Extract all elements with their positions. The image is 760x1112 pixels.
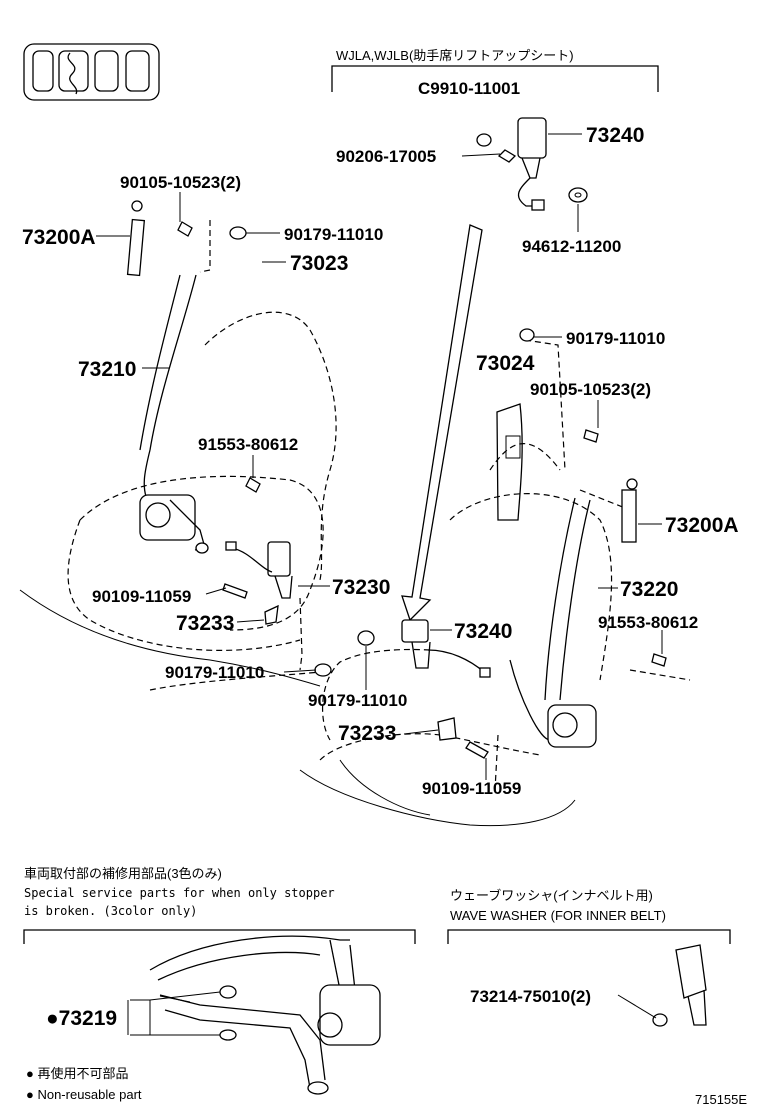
label-91553-left: 91553-80612 [198,435,298,454]
buckle-assembly-mid [357,619,491,759]
label-90105-right: 90105-10523(2) [530,380,651,399]
label-94612: 94612-11200 [522,237,621,256]
label-90206: 90206-17005 [336,147,436,166]
washer-drawing [617,944,707,1027]
label-90105-left: 90105-10523(2) [120,173,241,192]
seat-selector-icon [23,43,160,101]
label-73230: 73230 [332,576,390,599]
buckle-assembly-top [476,117,588,211]
washer-title-en: WAVE WASHER (FOR INNER BELT) [450,908,666,923]
label-90179-a: 90179-11010 [284,225,383,244]
washer-title-jp: ウェーブワッシャ(インナベルト用) [450,888,653,903]
left-buckle [222,541,332,677]
leader-lines [96,133,663,780]
label-90179-c: 90179-11010 [308,691,407,710]
washer-bracket [447,929,731,944]
special-bracket [23,929,416,944]
label-73023: 73023 [290,252,348,275]
label-90109-left: 90109-11059 [92,587,191,606]
label-90109-right: 90109-11059 [422,779,521,798]
right-seatbelt-assembly [509,328,667,748]
label-73240-mid: 73240 [454,620,512,643]
variant-note: WJLA,WJLB(助手席リフトアップシート) [336,48,574,63]
right-pillar-cover [496,403,523,521]
label-90179-d: 90179-11010 [566,329,665,348]
left-seatbelt-assembly [126,200,261,554]
variant-part-number: C9910-11001 [418,79,520,98]
label-73220: 73220 [620,578,678,601]
stopper-drawing [127,935,381,1095]
right-seat-outline [299,339,691,827]
special-title-en-1: Special service parts for when only stop… [24,886,335,900]
label-73233-right: 73233 [338,722,396,745]
label-73200a-left: 73200A [22,226,96,249]
label-73024: 73024 [476,352,535,375]
label-73200a-right: 73200A [665,514,739,537]
label-73214: 73214-75010(2) [470,987,591,1006]
special-title-en-2: is broken. (3color only) [24,904,197,918]
label-90179-b: 90179-11010 [165,663,264,682]
variant-bracket [331,65,659,92]
label-73219: ●73219 [46,1007,117,1030]
diagram-id: 715155E [695,1092,747,1107]
label-73233-left: 73233 [176,612,234,635]
special-title-jp: 車両取付部の補修用部品(3色のみ) [24,866,222,881]
left-seat-outline [67,220,337,691]
left-floor-curve [19,589,321,687]
label-73210: 73210 [78,358,136,381]
label-73240-top: 73240 [586,124,644,147]
direction-arrow [401,224,483,622]
label-91553-right: 91553-80612 [598,613,698,632]
legend-en: ● Non-reusable part [26,1087,142,1102]
legend-jp: ● 再使用不可部品 [26,1066,128,1081]
